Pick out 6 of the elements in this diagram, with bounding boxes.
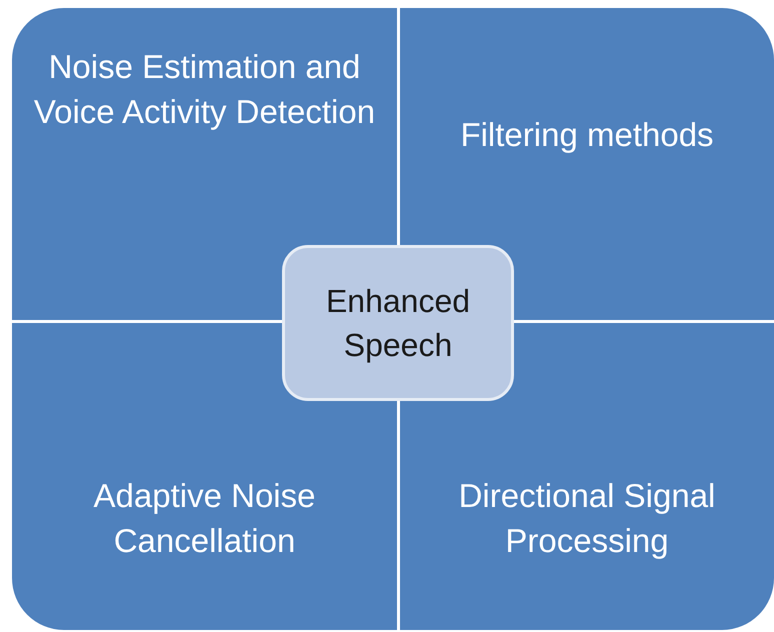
node-label: Adaptive Noise Cancellation <box>92 476 316 561</box>
center-box <box>282 245 514 401</box>
node-label: Enhanced Speech <box>324 282 472 365</box>
node-label: Noise Estimation and Voice Activity Detection <box>32 47 376 132</box>
node-label: Directional Signal Processing <box>458 476 716 561</box>
node-label: Filtering methods <box>459 115 715 155</box>
